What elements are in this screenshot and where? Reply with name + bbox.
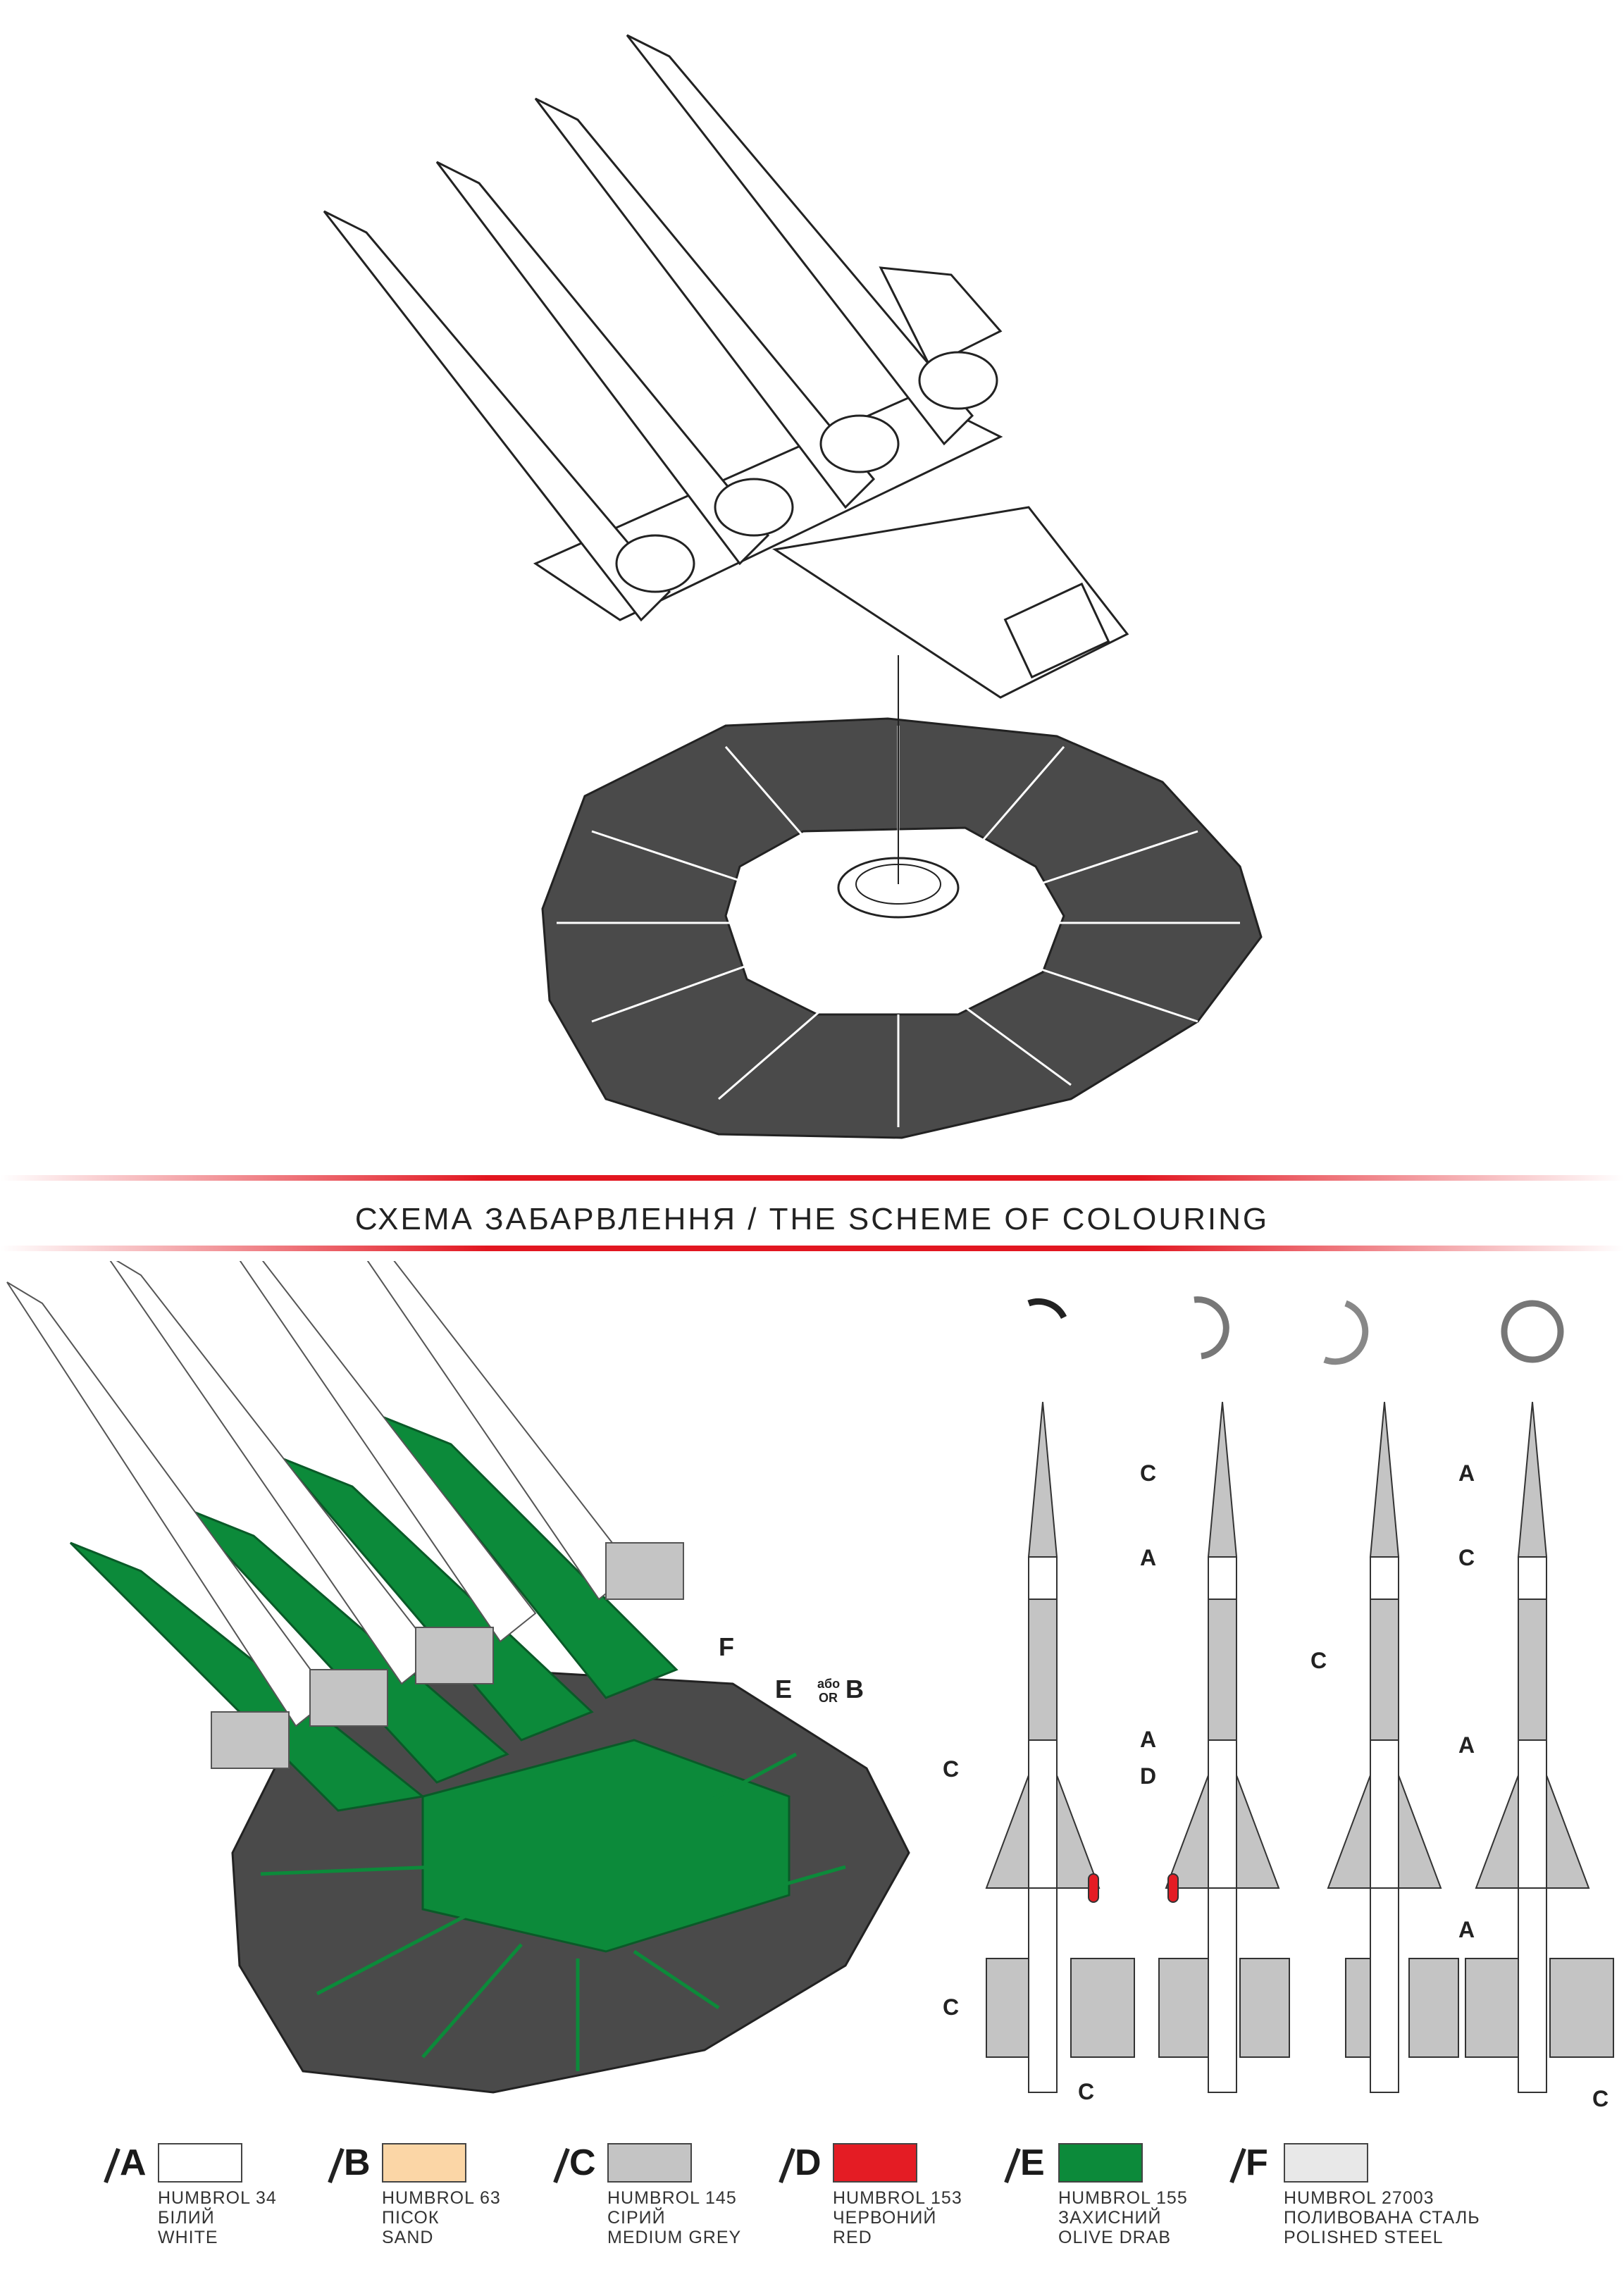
tie-down-cables-colour — [260, 1752, 846, 2071]
rotation-three-quarter-icon — [1323, 1300, 1369, 1365]
legend-letter: C — [569, 2142, 596, 2183]
missile-view-2 — [1158, 1401, 1290, 2093]
missile-view-1 — [985, 1401, 1135, 2093]
rotation-half-icon — [1194, 1296, 1229, 1360]
legend-letter: A — [120, 2142, 147, 2183]
svg-text:C: C — [1140, 1460, 1156, 1486]
missile-view-4 — [1465, 1401, 1614, 2093]
top-red-line — [0, 1175, 1624, 1181]
paint-callouts: C A A D C C C A C A A C C — [943, 1460, 1608, 2111]
legend-letter: D — [795, 2142, 822, 2183]
legend-swatch — [1058, 2143, 1143, 2183]
rotation-quarter-icon — [1027, 1298, 1067, 1320]
legend-letter: B — [344, 2142, 371, 2183]
callout-or-ua: або — [817, 1677, 840, 1691]
svg-text:A: A — [1140, 1545, 1156, 1570]
svg-text:C: C — [943, 1994, 959, 2020]
rotation-indicators — [1027, 1296, 1564, 1365]
rotation-full-icon — [1501, 1300, 1564, 1363]
svg-text:A: A — [1458, 1732, 1475, 1758]
legend-swatch — [1284, 2143, 1368, 2183]
callout-f: F — [719, 1632, 734, 1661]
colour-view: F E або OR B — [6, 1261, 910, 2094]
svg-text:C: C — [1310, 1648, 1327, 1673]
top-missiles — [323, 34, 998, 622]
svg-text:A: A — [1458, 1917, 1475, 1942]
legend-swatch — [382, 2143, 466, 2183]
legend-swatch — [158, 2143, 242, 2183]
svg-text:C: C — [943, 1756, 959, 1782]
legend-letter: F — [1246, 2142, 1268, 2183]
olive-launcher — [69, 1413, 791, 1953]
callout-e: E — [775, 1675, 792, 1703]
legend-letter: E — [1020, 2142, 1045, 2183]
scheme-title: СХЕМА ЗАБАРВЛЕННЯ / THE SCHEME OF COLOUR… — [354, 1202, 1270, 1236]
legend-swatch — [607, 2143, 692, 2183]
turntable — [724, 826, 1065, 1016]
assembly-diagram — [323, 34, 1263, 1139]
brush-icon — [779, 2147, 795, 2184]
brush-icon — [553, 2147, 570, 2184]
svg-text:C: C — [1458, 1545, 1475, 1570]
section-header: СХЕМА ЗАБАРВЛЕННЯ / THE SCHEME OF COLOUR… — [0, 1169, 1624, 1254]
brush-icon — [104, 2147, 120, 2184]
legend-swatch — [833, 2143, 917, 2183]
brush-icon — [1004, 2147, 1021, 2184]
callout-b: B — [845, 1675, 864, 1703]
bottom-red-line — [0, 1246, 1624, 1251]
svg-text:C: C — [1078, 2079, 1094, 2104]
callout-or-en: OR — [819, 1691, 838, 1705]
tie-down-cables — [557, 726, 1240, 1127]
missile-profiles: C A A D C C C A C A A C C — [943, 1296, 1614, 2111]
brush-icon — [328, 2147, 345, 2184]
svg-text:A: A — [1140, 1727, 1156, 1752]
svg-text:A: A — [1458, 1460, 1475, 1486]
svg-text:D: D — [1140, 1763, 1156, 1789]
colour-callouts: F E або OR B — [719, 1632, 864, 1705]
brush-icon — [1229, 2147, 1246, 2184]
missile-view-3 — [1327, 1401, 1459, 2093]
svg-text:C: C — [1592, 2086, 1608, 2111]
colour-missiles — [6, 1261, 684, 1769]
